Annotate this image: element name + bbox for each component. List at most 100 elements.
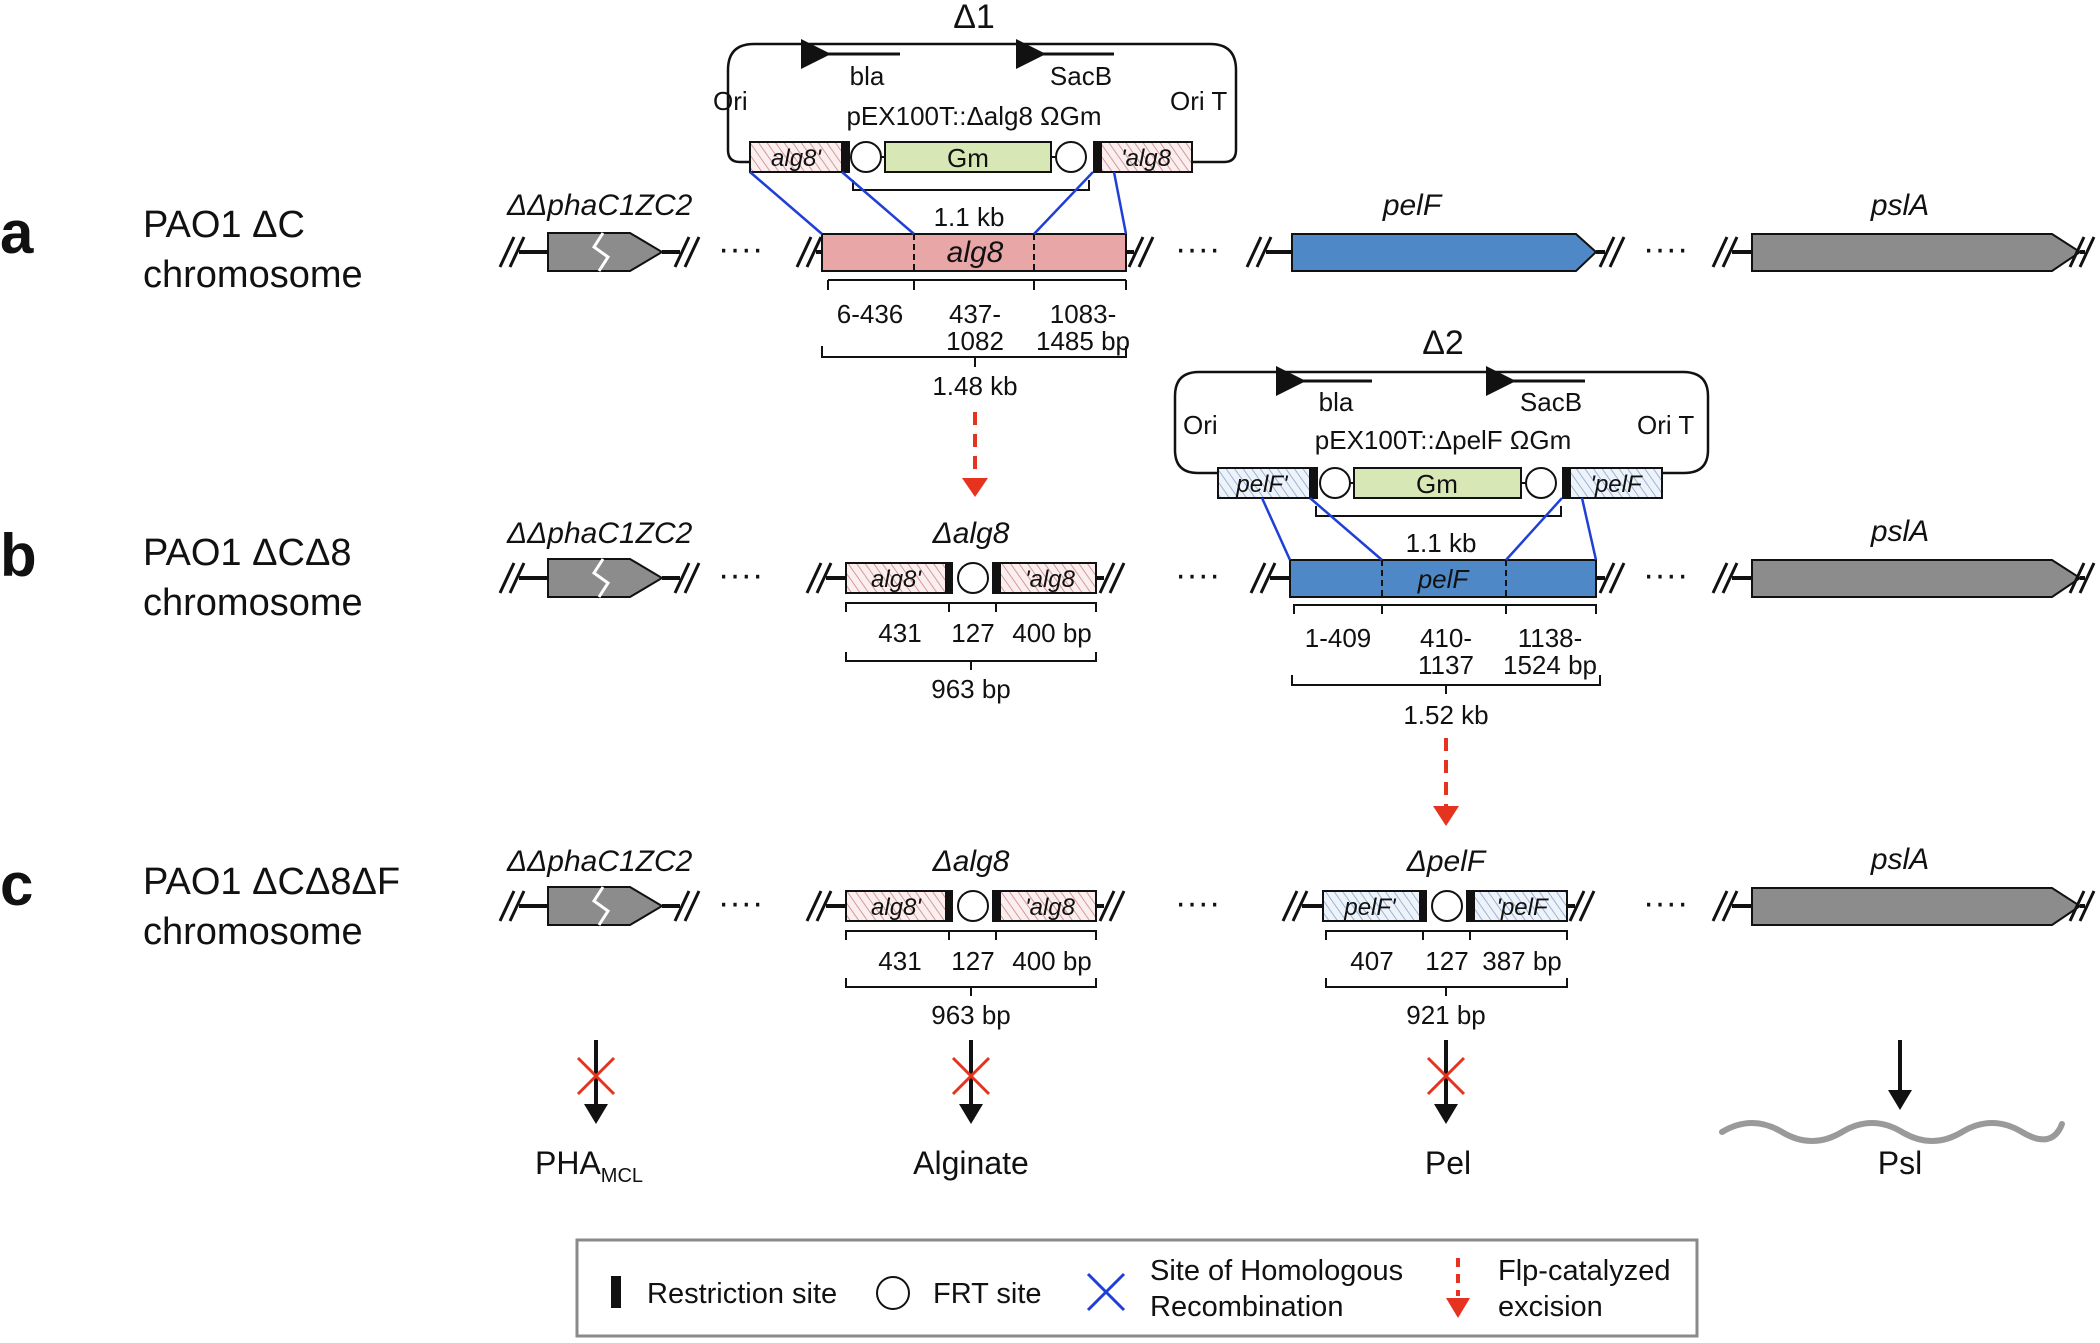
alg8-seg1-a: 6-436 xyxy=(837,299,904,329)
pslA-label-a: pslA xyxy=(1870,189,1929,222)
pelF-s3b-b: 1524 bp xyxy=(1503,650,1597,680)
alg8-s3-c: 400 bp xyxy=(1012,946,1092,976)
recombination-lines-2 xyxy=(1260,497,1598,561)
dots-c1: ···· xyxy=(718,884,763,922)
alg8-brackets-c xyxy=(845,930,1097,996)
alg8-s1-b: 431 xyxy=(878,618,921,648)
pslA-label-b: pslA xyxy=(1870,515,1929,548)
product-pha: PHAMCL xyxy=(535,1145,643,1187)
alg8-s2-c: 127 xyxy=(951,946,994,976)
alg8-label-b: Δalg8 xyxy=(932,517,1010,550)
dots-a1: ···· xyxy=(718,230,763,268)
plasmid2-ori: Ori xyxy=(1183,410,1218,440)
frt-site xyxy=(1525,467,1557,499)
pha-locus-a xyxy=(498,232,701,272)
alg8-deletion-locus-c xyxy=(805,890,1126,922)
pelF-s2a-b: 410- xyxy=(1420,623,1472,653)
alg8-deletion-locus-b xyxy=(805,562,1126,594)
alg8-segment-brackets-a xyxy=(821,279,1127,367)
alg8-label-a: alg8 xyxy=(947,236,1004,269)
alg8-total-b: 963 bp xyxy=(931,674,1011,704)
panel-letter-b: b xyxy=(0,522,37,589)
legend-frt: FRT site xyxy=(933,1278,1042,1310)
panel-a: a PAO1 ΔC chromosome ΔΔphaC1ZC2 ···· alg… xyxy=(0,189,2096,401)
strain-chromosome-c: chromosome xyxy=(143,911,363,953)
alg8-brackets-b xyxy=(845,602,1097,670)
panel-letter-a: a xyxy=(0,199,34,266)
pelF-total-b: 1.52 kb xyxy=(1403,700,1488,730)
restriction-site xyxy=(1562,467,1570,499)
plasmid2-size: 1.1 kb xyxy=(1406,528,1477,558)
plasmid2-bla: bla xyxy=(1319,387,1354,417)
plasmid1-right-arm-label: 'alg8 xyxy=(1121,145,1172,172)
plasmid1-name: pEX100T::Δalg8 ΩGm xyxy=(846,101,1101,131)
restriction-site xyxy=(1310,467,1318,499)
plasmid1-size: 1.1 kb xyxy=(934,202,1005,232)
flp-excision-arrow-2 xyxy=(1433,738,1459,826)
alg8-seg3a-a: 1083- xyxy=(1050,299,1117,329)
dots-a2: ···· xyxy=(1175,230,1220,268)
legend: Restriction site FRT site Site of Homolo… xyxy=(575,1238,1699,1338)
pslA-locus-b xyxy=(1711,559,2096,598)
pelF-s1-b: 1-409 xyxy=(1305,623,1372,653)
plasmid1-title: Δ1 xyxy=(953,0,995,36)
pelF-brackets-c xyxy=(1325,930,1568,996)
alg8-left-b: alg8' xyxy=(871,566,922,593)
pha-locus-b xyxy=(498,558,701,598)
pha-label-c: ΔΔphaC1ZC2 xyxy=(506,845,693,878)
product-psl: Psl xyxy=(1878,1145,1922,1181)
plasmid1-backbone xyxy=(726,42,1238,164)
alg8-right-c: 'alg8 xyxy=(1025,894,1076,921)
pelF-s3a-b: 1138- xyxy=(1518,623,1583,653)
psl-arrow xyxy=(1888,1040,1912,1110)
plasmid1-sacb: SacB xyxy=(1050,61,1112,91)
strain-chromosome-b: chromosome xyxy=(143,582,363,624)
alg8-s3-b: 400 bp xyxy=(1012,618,1092,648)
alginate-blocked-arrow xyxy=(951,1040,991,1124)
strain-name-a: PAO1 ΔC xyxy=(143,204,305,246)
frt-site xyxy=(850,141,882,173)
pelF-right-c: 'pelF xyxy=(1496,894,1549,921)
plasmid-delta2: Δ2 bla SacB Ori Ori T pEX100T::ΔpelF ΩGm… xyxy=(1173,324,1710,561)
plasmid1-right-arm xyxy=(1100,141,1193,173)
dots-b3: ···· xyxy=(1643,556,1688,594)
pslA-locus-a xyxy=(1711,233,2096,272)
plasmid2-right-arm-label: 'pelF xyxy=(1590,471,1643,498)
plasmid2-backbone xyxy=(1173,370,1710,475)
alg8-locus-a xyxy=(795,233,1155,272)
plasmid1-left-arm xyxy=(749,141,843,173)
strain-name-c: PAO1 ΔCΔ8ΔF xyxy=(143,861,400,903)
plasmid1-orit: Ori T xyxy=(1170,86,1227,116)
dots-b1: ···· xyxy=(718,556,763,594)
alg8-right-b: 'alg8 xyxy=(1025,566,1076,593)
legend-flp-1: Flp-catalyzed xyxy=(1498,1255,1670,1287)
psl-polysaccharide-wave-icon xyxy=(1719,1120,2065,1144)
alg8-s2-b: 127 xyxy=(951,618,994,648)
plasmid2-left-arm-label: pelF' xyxy=(1235,471,1289,498)
panel-c: c PAO1 ΔCΔ8ΔF chromosome ΔΔphaC1ZC2 ····… xyxy=(0,843,2096,1030)
plasmid2-orit: Ori T xyxy=(1637,410,1694,440)
alg8-seg2b-a: 1082 xyxy=(946,326,1004,356)
strain-chromosome-a: chromosome xyxy=(143,254,363,296)
alg8-seg2a-a: 437- xyxy=(949,299,1001,329)
alg8-s1-c: 431 xyxy=(878,946,921,976)
dots-c3: ···· xyxy=(1643,884,1688,922)
plasmid1-left-arm-label: alg8' xyxy=(771,145,822,172)
pelF-left-c: pelF' xyxy=(1343,894,1397,921)
legend-flp-2: excision xyxy=(1498,1291,1603,1323)
pelF-s2b-b: 1137 xyxy=(1418,650,1474,680)
plasmid2-name: pEX100T::ΔpelF ΩGm xyxy=(1315,425,1571,455)
plasmid2-title: Δ2 xyxy=(1422,324,1464,362)
pelF-label-a: pelF xyxy=(1382,189,1443,222)
frt-site xyxy=(1055,141,1087,173)
plasmid1-gm-label: Gm xyxy=(947,143,989,173)
alg8-left-c: alg8' xyxy=(871,894,922,921)
pelF-brackets-b xyxy=(1291,604,1601,694)
legend-homologous-2: Recombination xyxy=(1150,1291,1343,1323)
plasmid-delta1: Δ1 bla SacB Ori Ori T pEX100T::Δalg8 ΩGm… xyxy=(713,0,1238,235)
pel-blocked-arrow xyxy=(1426,1040,1466,1124)
pelF-deletion-locus-c xyxy=(1281,890,1596,922)
frt-site xyxy=(1319,467,1351,499)
legend-box xyxy=(575,1238,1699,1338)
